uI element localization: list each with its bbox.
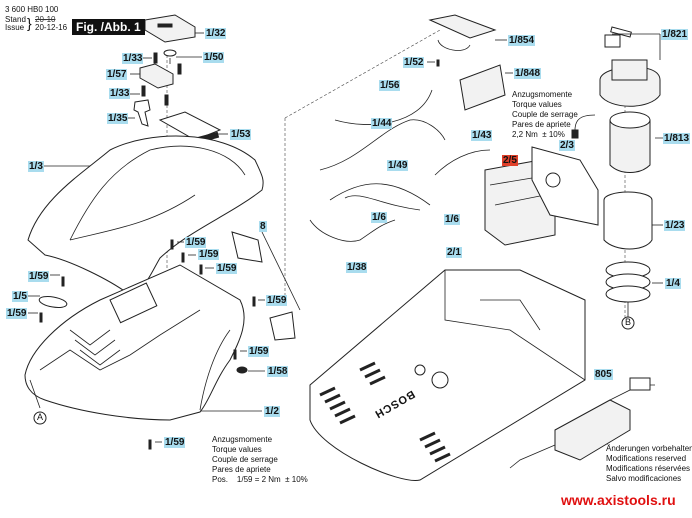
stand-date-struck: 20-10 bbox=[35, 15, 56, 24]
callout-1-821[interactable]: 1/821 bbox=[661, 29, 689, 40]
callout-1-49[interactable]: 1/49 bbox=[387, 160, 409, 171]
watermark-url[interactable]: www.axistools.ru bbox=[561, 492, 676, 508]
part-1-821-lid bbox=[599, 26, 661, 107]
callout-1-57[interactable]: 1/57 bbox=[106, 69, 128, 80]
part-1-23-motor-mount bbox=[603, 191, 653, 250]
callout-1-848[interactable]: 1/848 bbox=[514, 68, 542, 79]
callout-1-59[interactable]: 1/59 bbox=[28, 271, 50, 282]
callout-1-58[interactable]: 1/58 bbox=[267, 366, 289, 377]
part-1-50-washer bbox=[163, 49, 177, 57]
part-1-813-motor bbox=[571, 111, 651, 173]
part-1-4-spring bbox=[605, 261, 651, 303]
part-1-2-chassis-cover bbox=[24, 264, 245, 421]
screws-1-59 bbox=[39, 239, 256, 450]
callout-1-32[interactable]: 1/32 bbox=[205, 28, 227, 39]
springs-1-33 bbox=[141, 52, 182, 106]
marker-a-circle bbox=[33, 411, 47, 425]
torque-note-line: Pares de apriete bbox=[512, 120, 571, 129]
callout-1-59[interactable]: 1/59 bbox=[266, 295, 288, 306]
marker-b: B bbox=[625, 317, 632, 327]
callout-805[interactable]: 805 bbox=[594, 369, 613, 380]
callout-1-59[interactable]: 1/59 bbox=[198, 249, 220, 260]
torque-note-line: Pares de apriete bbox=[212, 465, 271, 474]
torque-note-line: 2,2 Nm ± 10% bbox=[512, 130, 565, 139]
part-1-57 bbox=[139, 63, 174, 89]
part-805-charger bbox=[509, 377, 655, 469]
marker-a: A bbox=[37, 412, 44, 422]
figure-label: Fig. /Abb. 1 bbox=[72, 19, 145, 35]
part-2-1-base bbox=[309, 269, 586, 481]
modifications-line: Modifications reserved bbox=[606, 454, 687, 463]
callout-1-854[interactable]: 1/854 bbox=[508, 35, 536, 46]
callout-1-43[interactable]: 1/43 bbox=[471, 130, 493, 141]
callout-8[interactable]: 8 bbox=[259, 221, 267, 232]
callout-2-1[interactable]: 2/1 bbox=[446, 247, 462, 258]
torque-note-line: Couple de serrage bbox=[512, 110, 578, 119]
callout-1-3[interactable]: 1/3 bbox=[28, 161, 44, 172]
guide-line-diag bbox=[284, 29, 441, 119]
leader-lines bbox=[28, 32, 672, 443]
callout-1-53[interactable]: 1/53 bbox=[230, 129, 252, 140]
torque-note-line: Anzugsmomente bbox=[212, 435, 273, 444]
torque-note-line: Anzugsmomente bbox=[512, 90, 573, 99]
part-1-32-cover bbox=[144, 14, 196, 43]
callout-1-4[interactable]: 1/4 bbox=[665, 278, 681, 289]
callout-1-5[interactable]: 1/5 bbox=[12, 291, 28, 302]
part-1-58-foot bbox=[236, 366, 248, 374]
issue-date: 20-12-16 bbox=[35, 23, 68, 32]
torque-note-main: Anzugsmomente Torque values Couple de se… bbox=[212, 435, 308, 485]
part-1-5-lens bbox=[38, 296, 68, 308]
part-2-3-cover bbox=[531, 146, 599, 226]
part-1-848-board bbox=[459, 64, 506, 111]
callout-1-50[interactable]: 1/50 bbox=[203, 52, 225, 63]
callout-2-5[interactable]: 2/5 bbox=[502, 155, 518, 166]
torque-note-line: Couple de serrage bbox=[212, 455, 278, 464]
part-number: 3 600 HB0 100 bbox=[5, 5, 59, 14]
torque-note-line: Pos. 1/59 = 2 Nm ± 10% bbox=[212, 475, 308, 484]
marker-b-circle bbox=[621, 316, 635, 330]
part-1-854-module bbox=[428, 14, 497, 39]
part-8-sticker-b bbox=[269, 311, 296, 341]
modifications-line: Modifications réservées bbox=[606, 464, 691, 473]
part-8-sticker-a bbox=[231, 231, 263, 263]
callout-1-6[interactable]: 1/6 bbox=[371, 212, 387, 223]
callout-1-23[interactable]: 1/23 bbox=[664, 220, 686, 231]
modifications-note: Änderungen vorbehalten Modifications res… bbox=[606, 444, 692, 484]
brace-icon: } bbox=[27, 15, 32, 31]
callout-1-813[interactable]: 1/813 bbox=[663, 133, 691, 144]
modifications-line: Salvo modificaciones bbox=[606, 474, 682, 483]
callout-1-59[interactable]: 1/59 bbox=[164, 437, 186, 448]
issue-label: Issue bbox=[5, 23, 25, 32]
callout-1-33[interactable]: 1/33 bbox=[109, 88, 131, 99]
callout-1-59[interactable]: 1/59 bbox=[248, 346, 270, 357]
callout-1-44[interactable]: 1/44 bbox=[371, 118, 393, 129]
torque-note-line: Torque values bbox=[512, 100, 562, 109]
torque-note-top: Anzugsmomente Torque values Couple de se… bbox=[512, 90, 578, 140]
callout-1-2[interactable]: 1/2 bbox=[264, 406, 280, 417]
modifications-line: Änderungen vorbehalten bbox=[606, 444, 692, 453]
callout-1-56[interactable]: 1/56 bbox=[379, 80, 401, 91]
callout-1-33[interactable]: 1/33 bbox=[122, 53, 144, 64]
torque-note-line: Torque values bbox=[212, 445, 262, 454]
callout-1-35[interactable]: 1/35 bbox=[107, 113, 129, 124]
callout-1-59[interactable]: 1/59 bbox=[6, 308, 28, 319]
cable-harnesses bbox=[309, 89, 491, 242]
callout-1-59[interactable]: 1/59 bbox=[185, 237, 207, 248]
callout-1-6[interactable]: 1/6 bbox=[444, 214, 460, 225]
part-1-35 bbox=[133, 99, 151, 127]
part-1-53-plate bbox=[158, 111, 222, 141]
stand-label: Stand bbox=[5, 15, 26, 24]
callout-1-38[interactable]: 1/38 bbox=[346, 262, 368, 273]
callout-1-59[interactable]: 1/59 bbox=[216, 263, 238, 274]
callout-1-52[interactable]: 1/52 bbox=[403, 57, 425, 68]
callout-2-3[interactable]: 2/3 bbox=[559, 140, 575, 151]
